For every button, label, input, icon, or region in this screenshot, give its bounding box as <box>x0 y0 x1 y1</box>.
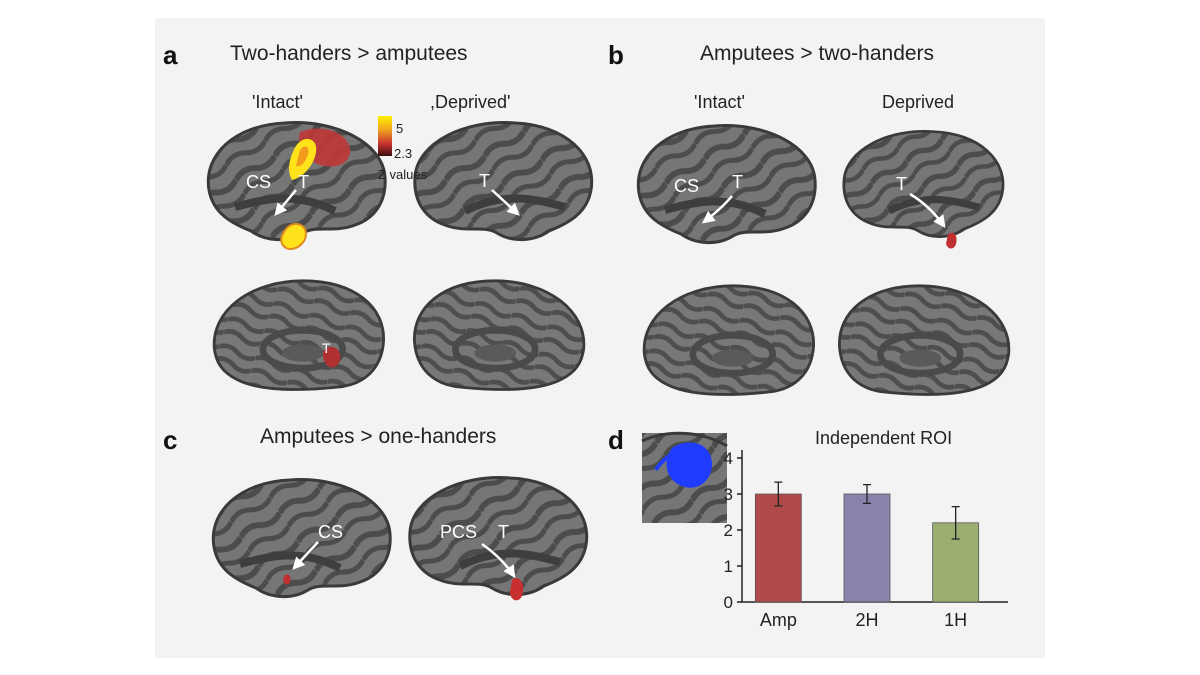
activation-b-deprived <box>946 232 957 249</box>
label-a-t-medial: T <box>322 340 331 356</box>
x-tick-label: 1H <box>944 610 967 630</box>
brain-b-deprived-lateral <box>844 131 1003 236</box>
arrow-a-intact <box>274 189 297 216</box>
label-a-cs: CS <box>246 172 272 192</box>
arrow-c-deprived <box>481 542 516 579</box>
label-a-t-intact: T <box>298 172 309 192</box>
col-label-a-deprived: ,Deprived' <box>430 92 511 112</box>
brain-b-intact-lateral <box>638 126 815 243</box>
error-bar-1h <box>951 505 960 540</box>
col-label-a-intact: 'Intact' <box>252 92 303 112</box>
error-bar-amp <box>774 481 783 507</box>
activation-a-hand-area <box>289 128 351 180</box>
col-label-b-intact: 'Intact' <box>694 92 745 112</box>
error-bar-2h <box>863 483 871 505</box>
label-c-pcs: PCS <box>440 522 478 542</box>
col-label-b-deprived: Deprived <box>882 92 955 112</box>
panel-title-b: Amputees > two-handers <box>700 42 935 65</box>
colorbar-min-label: 2.3 <box>394 146 413 161</box>
panel-letter-d: d <box>608 425 624 455</box>
brain-a-deprived-medial <box>414 281 583 390</box>
y-tick-label: 2 <box>724 521 733 540</box>
label-a-t-deprived: T <box>479 171 490 191</box>
roi-inset <box>641 431 728 523</box>
bar-2h <box>843 493 891 603</box>
y-tick-label: 0 <box>724 593 733 612</box>
brain-a-intact-medial <box>214 281 383 390</box>
colorbar-max-label: 5 <box>396 121 404 136</box>
panel-title-c: Amputees > one-handers <box>260 425 497 448</box>
activation-c-intact <box>283 574 291 585</box>
activation-c-deprived <box>510 577 524 601</box>
label-b-t-deprived: T <box>896 174 907 194</box>
brain-b-intact-medial <box>644 286 813 395</box>
bar-amp <box>754 493 802 603</box>
brain-a-intact-lateral <box>208 123 385 240</box>
activation-a-temporal <box>280 223 308 250</box>
colorbar-title: Z values <box>378 167 428 182</box>
chart-title: Independent ROI <box>815 428 953 448</box>
brain-a-deprived-lateral <box>415 123 592 240</box>
arrow-b-intact <box>702 195 733 224</box>
panel-title-a: Two-handers > amputees <box>230 42 468 65</box>
arrow-b-deprived <box>909 192 946 229</box>
brain-c-intact-lateral <box>213 480 390 597</box>
panel-letter-c: c <box>163 425 178 455</box>
arrow-a-deprived <box>491 189 520 216</box>
z-colorbar <box>378 116 392 156</box>
y-tick-label: 1 <box>724 557 733 576</box>
panel-letter-a: a <box>163 40 178 70</box>
y-tick-label: 4 <box>724 449 733 468</box>
activation-a-medial <box>323 346 341 368</box>
label-c-t: T <box>498 522 509 542</box>
arrow-c-intact <box>292 541 319 570</box>
x-tick-label: 2H <box>855 610 878 630</box>
x-tick-label: Amp <box>760 610 797 630</box>
label-b-t-intact: T <box>732 172 743 192</box>
panel-letter-b: b <box>608 40 624 70</box>
label-b-cs: CS <box>674 176 700 196</box>
y-tick-label: 3 <box>724 485 733 504</box>
brain-b-deprived-medial <box>839 286 1008 395</box>
label-c-cs: CS <box>318 522 344 542</box>
